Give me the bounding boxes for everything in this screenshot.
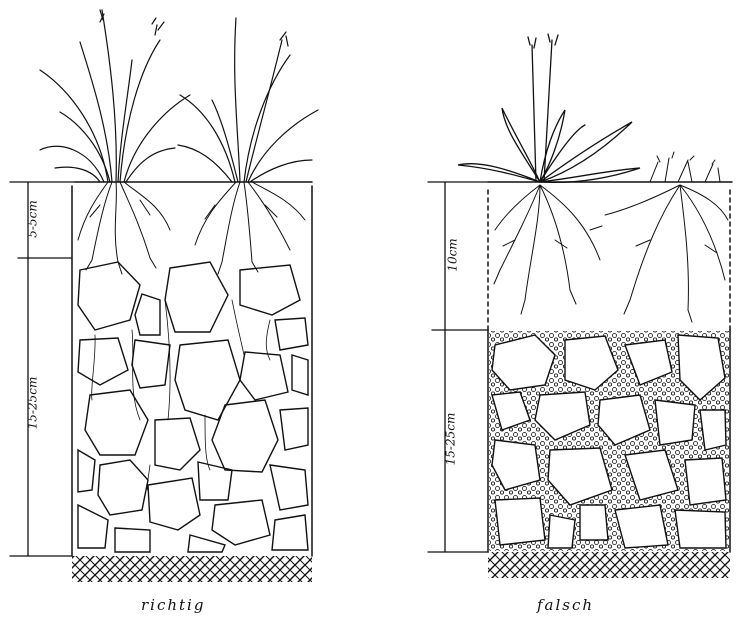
bedrock-left	[72, 556, 312, 582]
panel-left	[10, 10, 318, 582]
dimension-label-right-bottom: 15-25cm	[443, 413, 457, 466]
dimension-line-left	[10, 182, 75, 556]
dimension-label-left-bottom: 15-25cm	[25, 377, 39, 430]
dimension-label-right-top: 10cm	[446, 238, 460, 271]
bedrock-right	[488, 552, 730, 578]
plantain-plant	[458, 34, 640, 182]
small-grass	[650, 152, 720, 182]
roots-right	[494, 185, 728, 322]
roots-left	[78, 182, 305, 274]
grass-clumps	[40, 10, 318, 182]
profile-box-left	[72, 182, 312, 556]
rocks-left	[78, 262, 308, 552]
caption-falsch: falsch	[537, 596, 594, 614]
caption-richtig: richtig	[141, 596, 205, 614]
dimension-label-left-top: 5-5cm	[26, 200, 40, 237]
panel-right	[428, 34, 732, 578]
